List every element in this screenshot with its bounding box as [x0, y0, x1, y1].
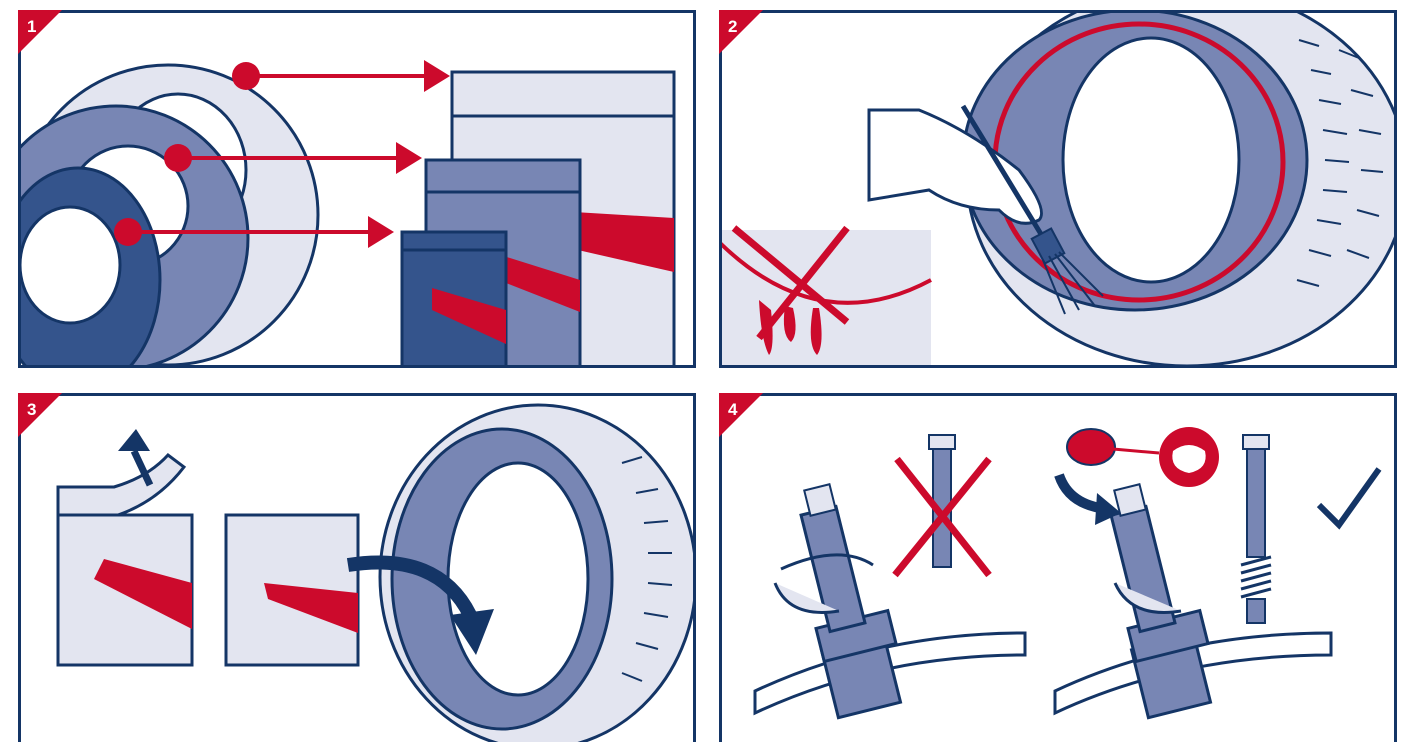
step-2-panel: 2: [719, 10, 1397, 368]
step-1-panel: 1: [18, 10, 696, 368]
step-4-panel: 4: [719, 393, 1397, 742]
step-number: 1: [27, 17, 36, 36]
patch-icon: [226, 515, 358, 665]
step-3-panel: 3: [18, 393, 696, 742]
step-number: 3: [27, 400, 36, 419]
step-number: 4: [728, 400, 738, 419]
step-number: 2: [728, 17, 737, 36]
small-patch-package-icon: [402, 232, 506, 368]
do-not-drip-inset: [719, 228, 931, 368]
